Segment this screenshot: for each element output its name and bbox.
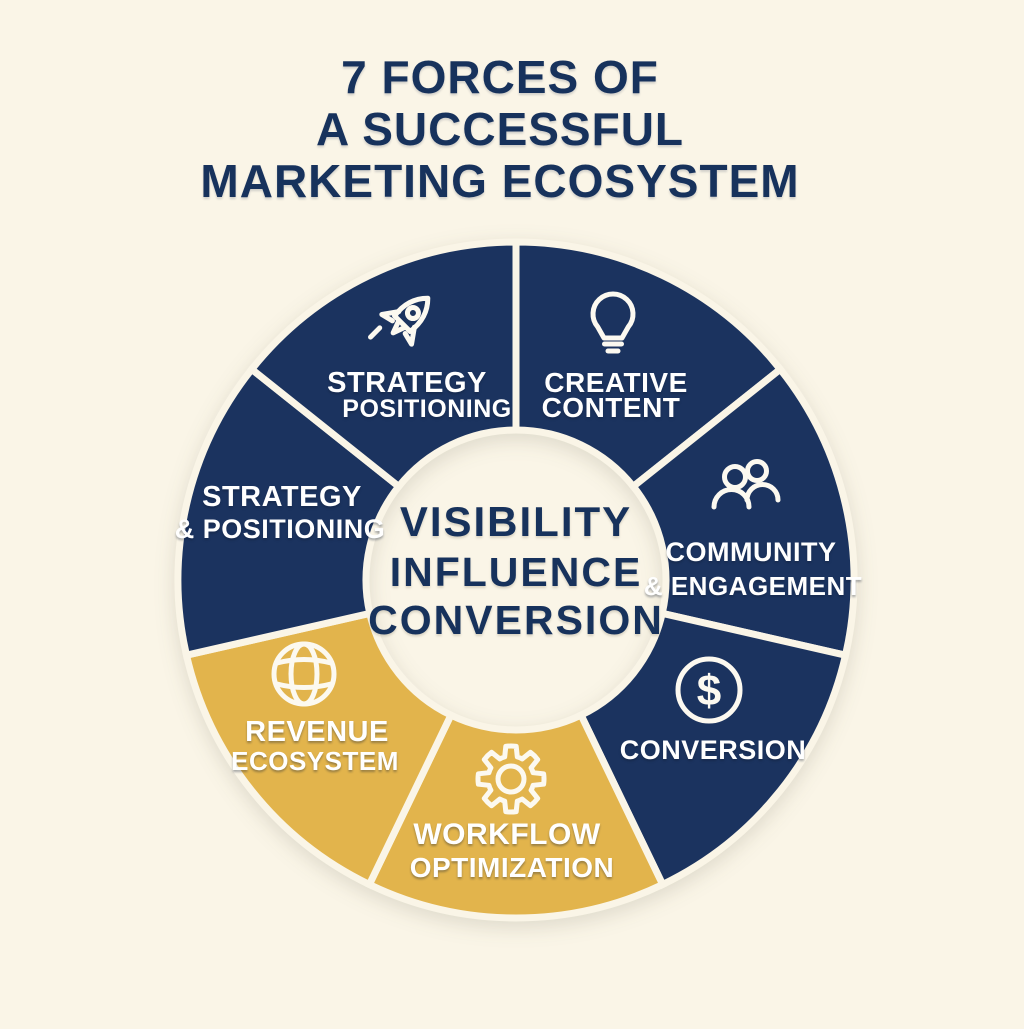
- rocket-icon: [368, 295, 431, 347]
- center-text-line-1: VISIBILITY: [400, 498, 632, 545]
- title-line-3: MARKETING ECOSYSTEM: [200, 154, 800, 207]
- gear-icon: [475, 743, 547, 815]
- segment-revenue-ecosystem: [182, 609, 456, 890]
- segment-label-creative-content-line2: CONTENT: [542, 392, 681, 423]
- wheel-segments: [174, 238, 858, 922]
- people-icon: [711, 459, 781, 510]
- segment-label-revenue-ecosystem-line2: ECOSYSTEM: [231, 746, 399, 776]
- segment-label-conversion-line1: CONVERSION: [620, 735, 807, 765]
- segment-label-community-engagement-line2: & ENGAGEMENT: [644, 571, 862, 601]
- center-text-line-2: INFLUENCE: [390, 549, 643, 595]
- title-line-1: 7 FORCES OF: [341, 51, 659, 103]
- segment-label-strategy-positioning-top-line1: STRATEGY: [327, 367, 487, 399]
- segment-label-revenue-ecosystem-line1: REVENUE: [245, 716, 389, 748]
- segment-label-strategy-positioning-top-line2: POSITIONING: [342, 395, 511, 423]
- segment-strategy-positioning-top: [246, 238, 520, 492]
- title-line-2: A SUCCESSFUL: [315, 102, 685, 155]
- segment-label-workflow-optimization-line1: WORKFLOW: [413, 818, 600, 851]
- segment-strategy-positioning-side: [174, 364, 404, 660]
- dollar-icon: $: [675, 656, 743, 724]
- segment-label-creative-content-line1: CREATIVE: [544, 367, 688, 398]
- infographic-title: 7 FORCES OF A SUCCESSFUL MARKETING ECOSY…: [0, 51, 1000, 208]
- segment-workflow-optimization: [364, 710, 668, 922]
- segment-conversion: [576, 609, 850, 890]
- svg-text:$: $: [697, 667, 721, 716]
- lightbulb-icon: [590, 291, 636, 354]
- segment-label-strategy-positioning-side-line1: STRATEGY: [202, 481, 362, 513]
- globe-icon: [271, 641, 337, 707]
- segment-creative-content: [512, 238, 786, 492]
- center-text-line-3: CONVERSION: [368, 597, 664, 643]
- segment-label-community-engagement-line1: COMMUNITY: [666, 537, 837, 567]
- segment-community-engagement: [628, 364, 858, 660]
- segment-label-strategy-positioning-side-line2: & POSITIONING: [175, 514, 386, 544]
- segment-label-workflow-optimization-line2: OPTIMIZATION: [410, 852, 615, 883]
